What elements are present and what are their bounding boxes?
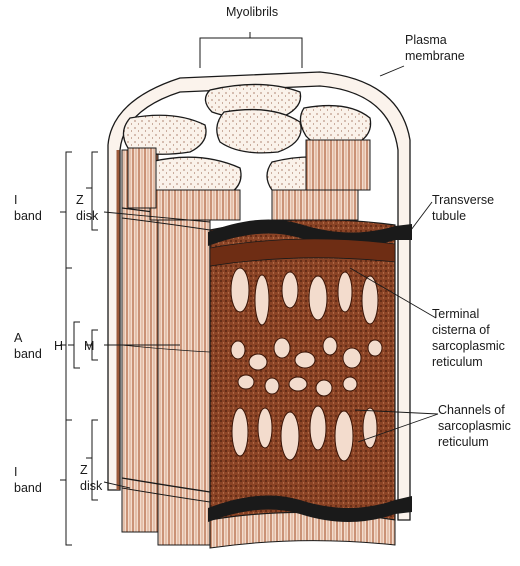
label-a-band-2: band — [14, 347, 42, 361]
label-plasma-membrane-2: membrane — [405, 49, 465, 63]
sarcoplasmic-reticulum-region — [210, 220, 395, 548]
label-myofibrils: Myolibrils — [226, 5, 278, 19]
label-channels: Channels of — [438, 403, 505, 417]
label-i-band-top-2: band — [14, 209, 42, 223]
myofibrils-bracket — [200, 32, 302, 68]
label-transverse-tubule: Transverse — [432, 193, 494, 207]
label-z-disk-top: Z — [76, 193, 84, 207]
label-terminal-cisterna-3: sarcoplasmic — [432, 339, 505, 353]
label-z-disk-bottom-2: disk — [80, 479, 103, 493]
label-terminal-cisterna-2: cisterna of — [432, 323, 490, 337]
label-channels-3: reticulum — [438, 435, 489, 449]
label-a-band: A — [14, 331, 23, 345]
label-i-band-bottom-2: band — [14, 481, 42, 495]
label-transverse-tubule-2: tubule — [432, 209, 466, 223]
label-m-line: M — [84, 339, 94, 353]
label-channels-2: sarcoplasmic — [438, 419, 511, 433]
label-h-zone: H — [54, 339, 63, 353]
label-z-disk-bottom: Z — [80, 463, 88, 477]
label-plasma-membrane: Plasma — [405, 33, 447, 47]
label-terminal-cisterna-4: reticulum — [432, 355, 483, 369]
label-z-disk-top-2: disk — [76, 209, 99, 223]
label-terminal-cisterna: Terminal — [432, 307, 479, 321]
label-i-band-top: I — [14, 193, 17, 207]
label-i-band-bottom: I — [14, 465, 17, 479]
